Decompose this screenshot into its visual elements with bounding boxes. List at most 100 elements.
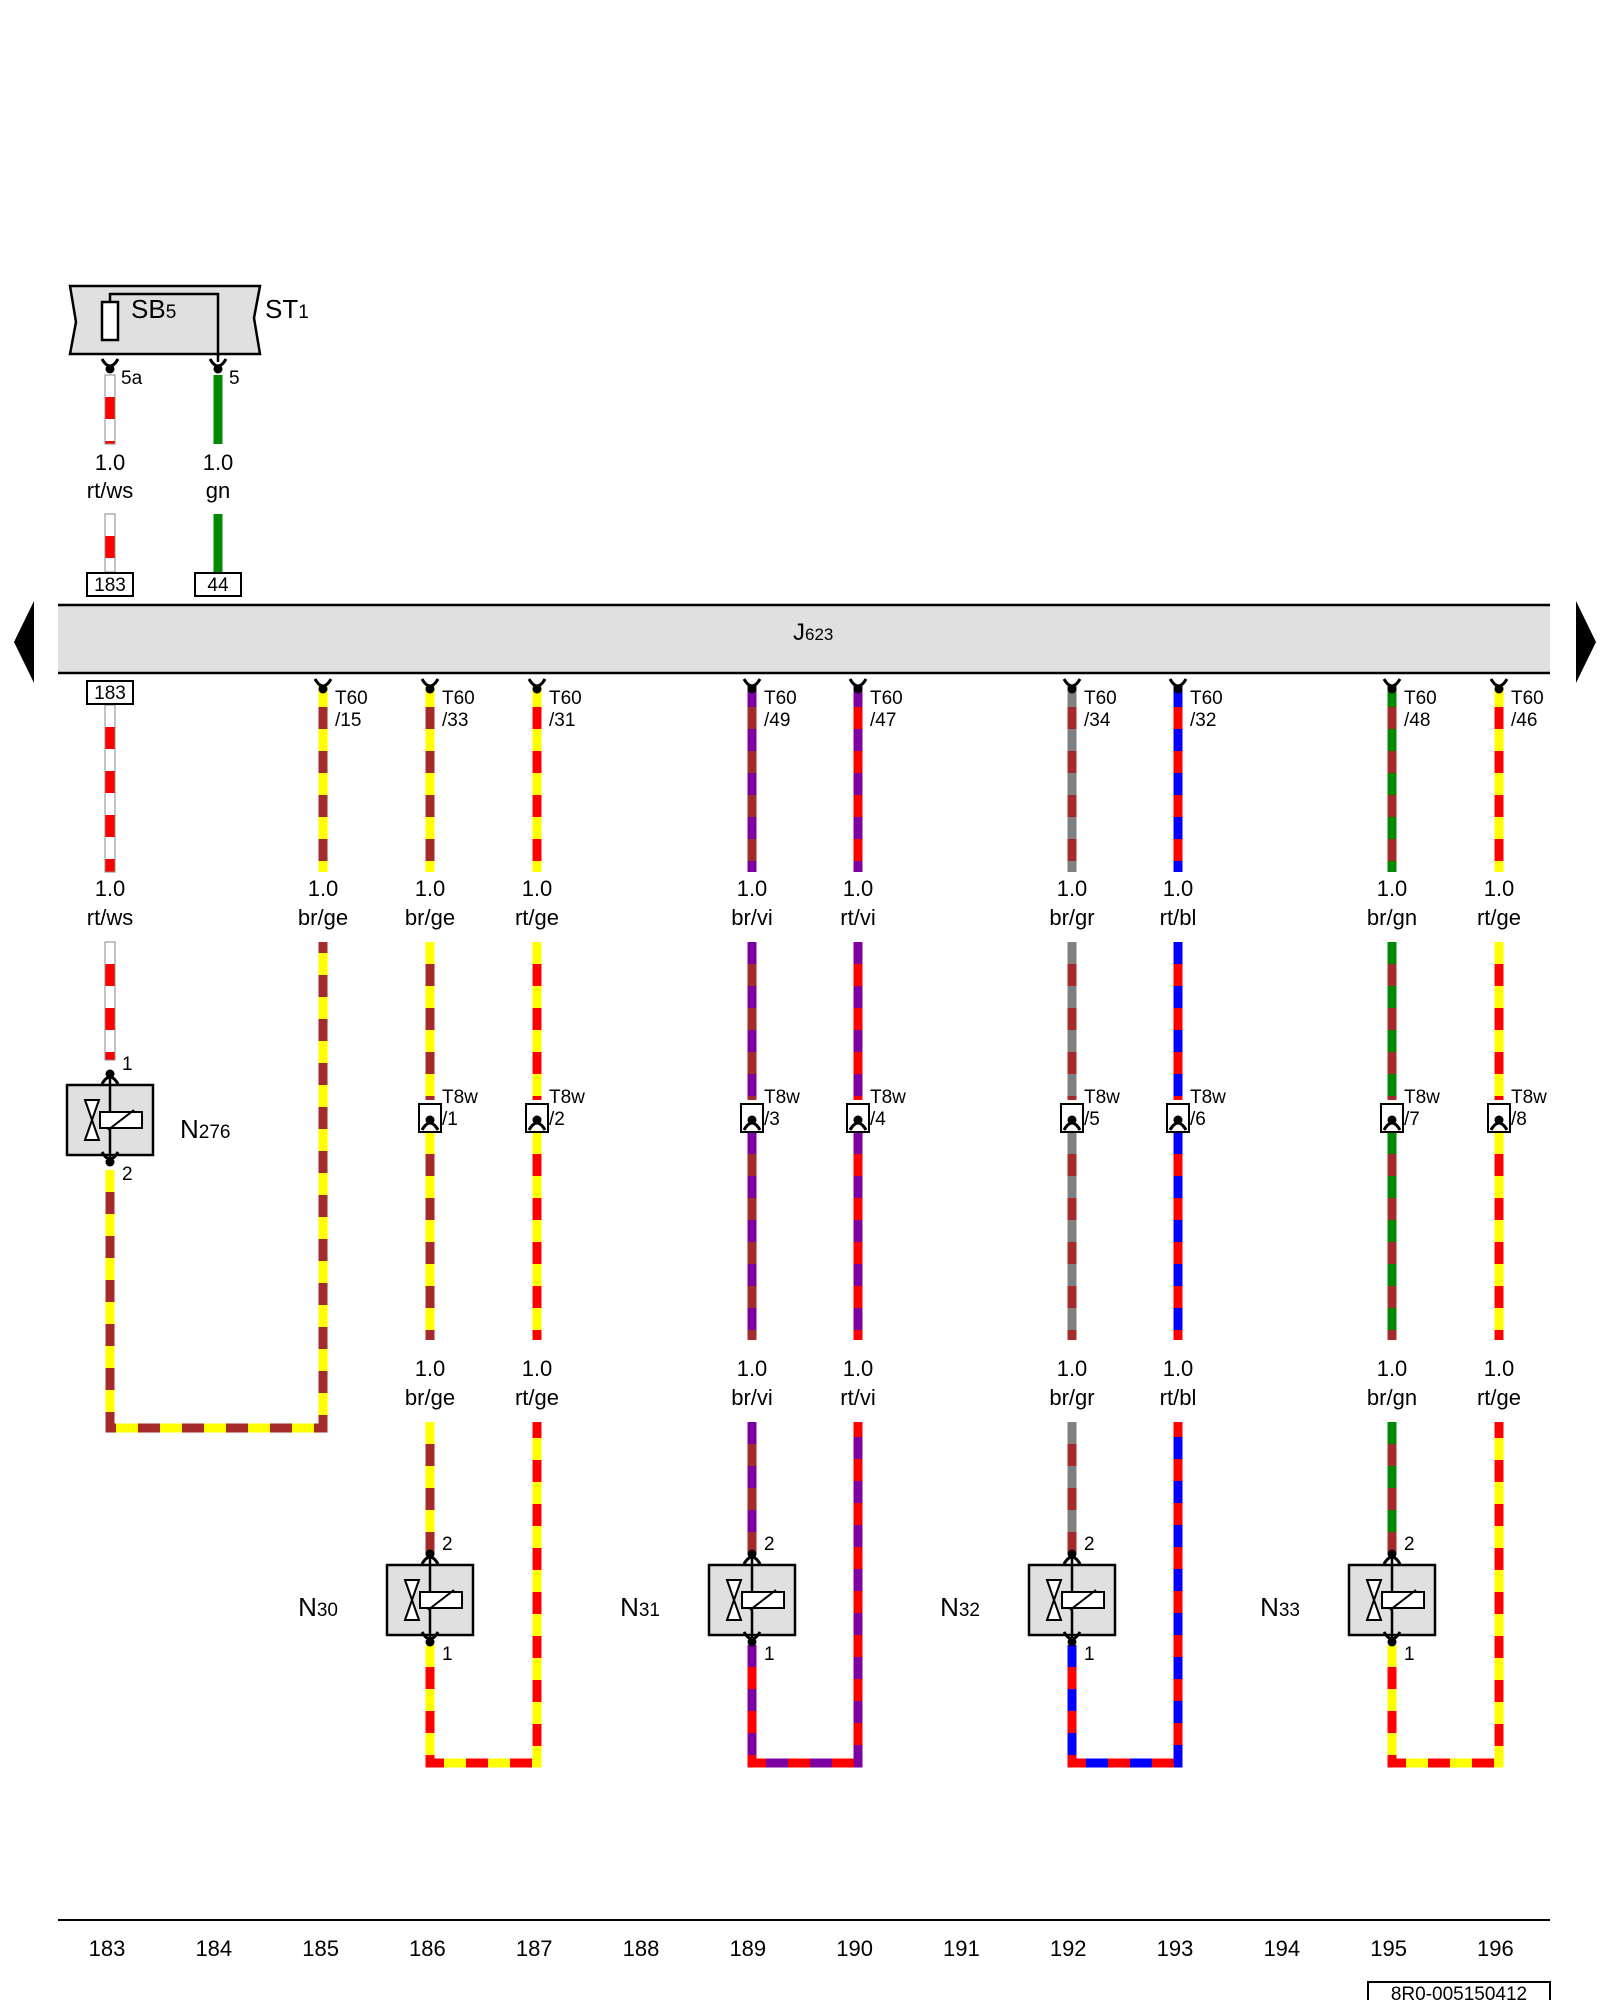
t8w-number-6: /6 (1190, 1109, 1206, 1130)
t8w-name-4: T8w (870, 1087, 906, 1108)
t8w-number-2: /2 (549, 1109, 565, 1130)
valve-symbol-icon (403, 1579, 421, 1604)
t8w-pin-5-dot (1067, 1115, 1077, 1125)
track-number: 192 (1050, 1936, 1087, 1961)
valve-pin-bottom-label: 2 (122, 1164, 133, 1185)
track-number: 196 (1477, 1936, 1514, 1961)
valve-30-pin-top-dot (425, 1549, 435, 1559)
valve-31-label: N31 (620, 1592, 660, 1622)
solenoid-coil-line (749, 1589, 777, 1611)
wire-8-gauge: 1.0 (1163, 876, 1194, 901)
valve-30-label-main: N (298, 1592, 317, 1622)
t8w-name-8: T8w (1511, 1087, 1547, 1108)
t8w-name-2: T8w (549, 1087, 585, 1108)
valve-return-loop-4-stripe (1387, 1422, 1504, 1768)
valve-32-label-main: N (940, 1592, 959, 1622)
j623-pin-4-name: T60 (549, 688, 582, 709)
solenoid-coil-line (1389, 1589, 1417, 1611)
j623-pin-8-number: /32 (1190, 710, 1216, 731)
valve-30-pin-bottom-dot (425, 1637, 435, 1647)
valve-symbol-icon (1365, 1596, 1383, 1621)
valve-32-pin-top-dot (1067, 1549, 1077, 1559)
track-number: 191 (943, 1936, 980, 1961)
j623-pin-9-number: /48 (1404, 710, 1430, 731)
control-unit-label-main: J (793, 619, 805, 646)
valve-31-pin-top-dot (747, 1549, 757, 1559)
solenoid-coil-line (1069, 1589, 1097, 1611)
valve-32-pin-bottom-dot (1067, 1637, 1077, 1647)
left-ref-label: 183 (94, 683, 126, 704)
valve-276-label-sub: 276 (199, 1122, 231, 1143)
valve-pin-bottom-label: 1 (1084, 1644, 1095, 1665)
t8w-pin-8-dot (1494, 1115, 1504, 1125)
wire-8-color: rt/bl (1160, 905, 1197, 930)
wire-9-color: br/gn (1367, 905, 1417, 930)
wire-6-color: rt/vi (840, 905, 875, 930)
j623-pin-7-dot (1067, 684, 1077, 694)
track-number: 193 (1157, 1936, 1194, 1961)
wire-7-color: br/gr (1049, 905, 1094, 930)
j623-pin-3-dot (425, 684, 435, 694)
j623-pin-8-name: T60 (1190, 688, 1223, 709)
t8w-name-1: T8w (442, 1087, 478, 1108)
valve-33-pin-bottom-dot (1387, 1637, 1397, 1647)
t8w-pin-4-dot (853, 1115, 863, 1125)
t8w-pin-2-dot (532, 1115, 542, 1125)
j623-pin-10-name: T60 (1511, 688, 1544, 709)
track-number: 187 (516, 1936, 553, 1961)
bus-label-sub: 1 (298, 302, 309, 323)
valve-return-loop-3-stripe (1067, 1422, 1183, 1768)
wire-1-color: rt/ws (87, 905, 133, 930)
j623-pin-2-dot (318, 684, 328, 694)
valve-pin-top-label: 2 (764, 1534, 775, 1555)
valve-276-label-main: N (180, 1114, 199, 1144)
valve-31-label-main: N (620, 1592, 639, 1622)
wire-2-color: br/ge (298, 905, 348, 930)
t8w-name-7: T8w (1404, 1087, 1440, 1108)
valve-32-label: N32 (940, 1592, 980, 1622)
right-continue-arrow-icon[interactable] (1576, 601, 1596, 683)
ref-box-label: 44 (207, 575, 229, 596)
wire-6-color-lower: rt/vi (840, 1385, 875, 1410)
j623-pin-2-number: /15 (335, 710, 361, 731)
valve-symbol-icon (83, 1099, 101, 1124)
control-unit-label: J623 (793, 619, 833, 646)
wire-3-gauge-lower: 1.0 (415, 1356, 446, 1381)
wire-3-gauge: 1.0 (415, 876, 446, 901)
j623-pin-10-number: /46 (1511, 710, 1537, 731)
valve-symbol-icon (1365, 1579, 1383, 1604)
track-number: 195 (1370, 1936, 1407, 1961)
j623-pin-7-number: /34 (1084, 710, 1111, 731)
wire-5-color: br/vi (731, 905, 773, 930)
wire-6-gauge-lower: 1.0 (843, 1356, 874, 1381)
t8w-number-5: /5 (1084, 1109, 1100, 1130)
valve-276-label: N276 (180, 1114, 230, 1144)
fuse-pin-5-dot (213, 364, 223, 374)
left-continue-arrow-icon[interactable] (14, 601, 34, 683)
wire-4-color-lower: rt/ge (515, 1385, 559, 1410)
control-unit-label-sub: 623 (805, 625, 833, 644)
valve-symbol-icon (725, 1579, 743, 1604)
wire-7-color-lower: br/gr (1049, 1385, 1094, 1410)
valve-pin-bottom-label: 1 (1404, 1644, 1415, 1665)
control-unit-j623 (58, 605, 1550, 673)
t8w-name-5: T8w (1084, 1087, 1120, 1108)
t8w-pin-1-dot (425, 1115, 435, 1125)
n276-ground-loop (105, 942, 328, 1433)
wire-10-gauge: 1.0 (1484, 876, 1515, 901)
component-layer (14, 284, 1596, 2000)
t8w-pin-7-dot (1387, 1115, 1397, 1125)
fuse-label: SB5 (131, 294, 176, 324)
wire-9-gauge-lower: 1.0 (1377, 1356, 1408, 1381)
valve-pin-top-label: 2 (1404, 1534, 1415, 1555)
t8w-number-8: /8 (1511, 1109, 1527, 1130)
j623-pin-10-dot (1494, 684, 1504, 694)
top-wire-2-color: gn (206, 478, 230, 503)
wire-10-color-lower: rt/ge (1477, 1385, 1521, 1410)
valve-31-label-sub: 31 (639, 1600, 660, 1621)
t8w-number-3: /3 (764, 1109, 780, 1130)
valve-symbol-icon (725, 1596, 743, 1621)
t8w-name-3: T8w (764, 1087, 800, 1108)
j623-pin-4-dot (532, 684, 542, 694)
